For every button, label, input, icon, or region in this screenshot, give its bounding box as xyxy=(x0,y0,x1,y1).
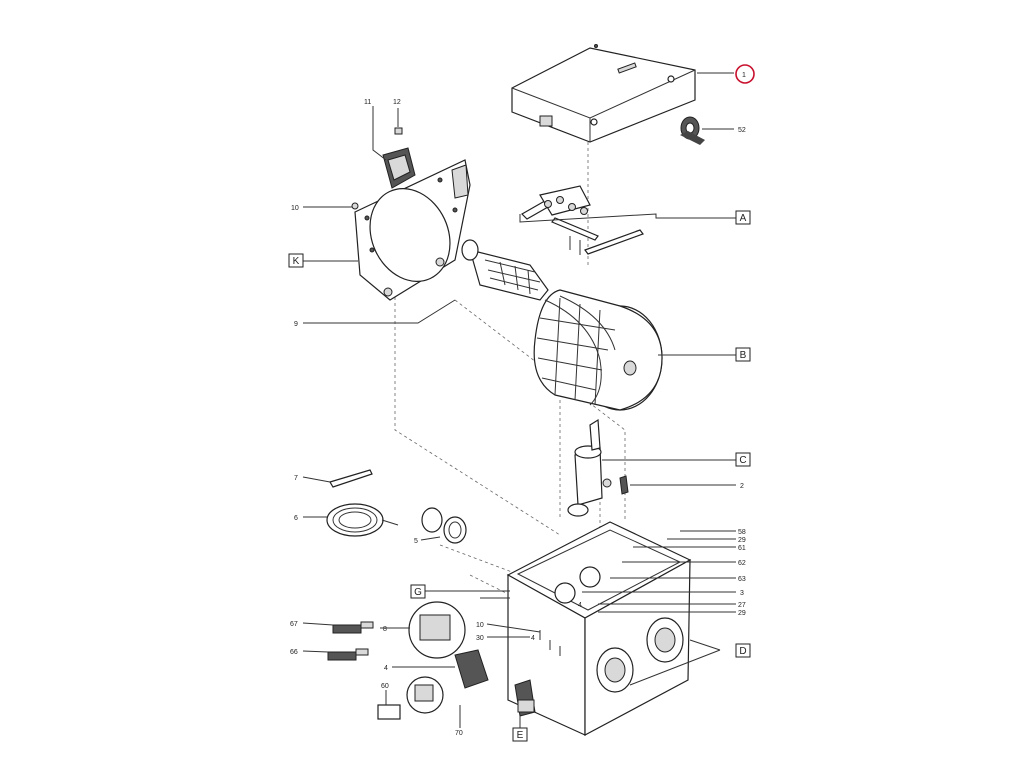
callout-3: 3 xyxy=(740,590,744,597)
screw-part-10-top xyxy=(351,202,359,210)
group-label-c: C xyxy=(739,455,746,466)
detail-g xyxy=(377,601,489,720)
callout-58: 58 xyxy=(738,529,746,536)
group-letter-boxes: A B C D E G K xyxy=(288,210,751,742)
callout-12: 12 xyxy=(393,99,401,106)
callout-4-b: 4 xyxy=(531,635,535,642)
ground-stake-7 xyxy=(329,469,373,488)
tape-roll-part xyxy=(680,116,705,145)
group-label-k: K xyxy=(293,256,300,267)
filter-frame-k xyxy=(354,159,471,301)
group-label-a: A xyxy=(740,213,747,224)
clip-part-2 xyxy=(619,475,629,495)
callout-9: 9 xyxy=(294,321,298,328)
leader-lines xyxy=(302,72,736,728)
callout-61: 61 xyxy=(738,545,746,552)
callout-29-b: 29 xyxy=(738,610,746,617)
group-label-e: E xyxy=(517,730,524,741)
connector-group-a xyxy=(521,185,644,255)
callout-1: 1 xyxy=(742,72,746,79)
screw-part-12 xyxy=(394,127,403,135)
callout-66: 66 xyxy=(290,649,298,656)
connector-part-66 xyxy=(327,648,369,661)
drum-filter-b xyxy=(533,289,663,411)
valve-e xyxy=(514,679,536,717)
callout-63: 63 xyxy=(738,576,746,583)
callout-10-bottom: 10 xyxy=(476,622,484,629)
callout-4-c: 4 xyxy=(384,665,388,672)
bracket-part-11 xyxy=(382,147,416,189)
callout-60: 60 xyxy=(381,683,389,690)
uvc-clarifier-c xyxy=(567,418,612,517)
callout-7: 7 xyxy=(294,475,298,482)
group-label-b: B xyxy=(740,350,747,361)
hose-coil-6 xyxy=(326,503,399,537)
connector-part-67 xyxy=(332,621,374,634)
callout-62: 62 xyxy=(738,560,746,567)
callout-5: 5 xyxy=(414,538,418,545)
callout-52: 52 xyxy=(738,127,746,134)
lid-part xyxy=(511,44,696,143)
callout-29-a: 29 xyxy=(738,537,746,544)
filter-housing xyxy=(506,521,692,737)
highlight-ring xyxy=(735,64,755,84)
callout-2: 2 xyxy=(740,483,744,490)
group-label-g: G xyxy=(414,587,422,598)
foam-cartridge-9 xyxy=(461,239,549,301)
callout-4-a: 4 xyxy=(578,602,582,609)
callout-67: 67 xyxy=(290,621,298,628)
group-label-d: D xyxy=(739,646,746,657)
hose-connectors-5 xyxy=(421,507,467,544)
callout-11: 11 xyxy=(364,99,371,106)
callout-70: 70 xyxy=(455,730,463,737)
callout-6: 6 xyxy=(294,515,298,522)
callout-8: 8 xyxy=(383,626,387,633)
callout-30: 30 xyxy=(476,635,484,642)
callout-10-top: 10 xyxy=(291,205,299,212)
callout-27: 27 xyxy=(738,602,746,609)
callout-numbers: 1 52 11 12 10 9 7 6 5 2 58 29 61 62 63 3… xyxy=(290,72,746,737)
